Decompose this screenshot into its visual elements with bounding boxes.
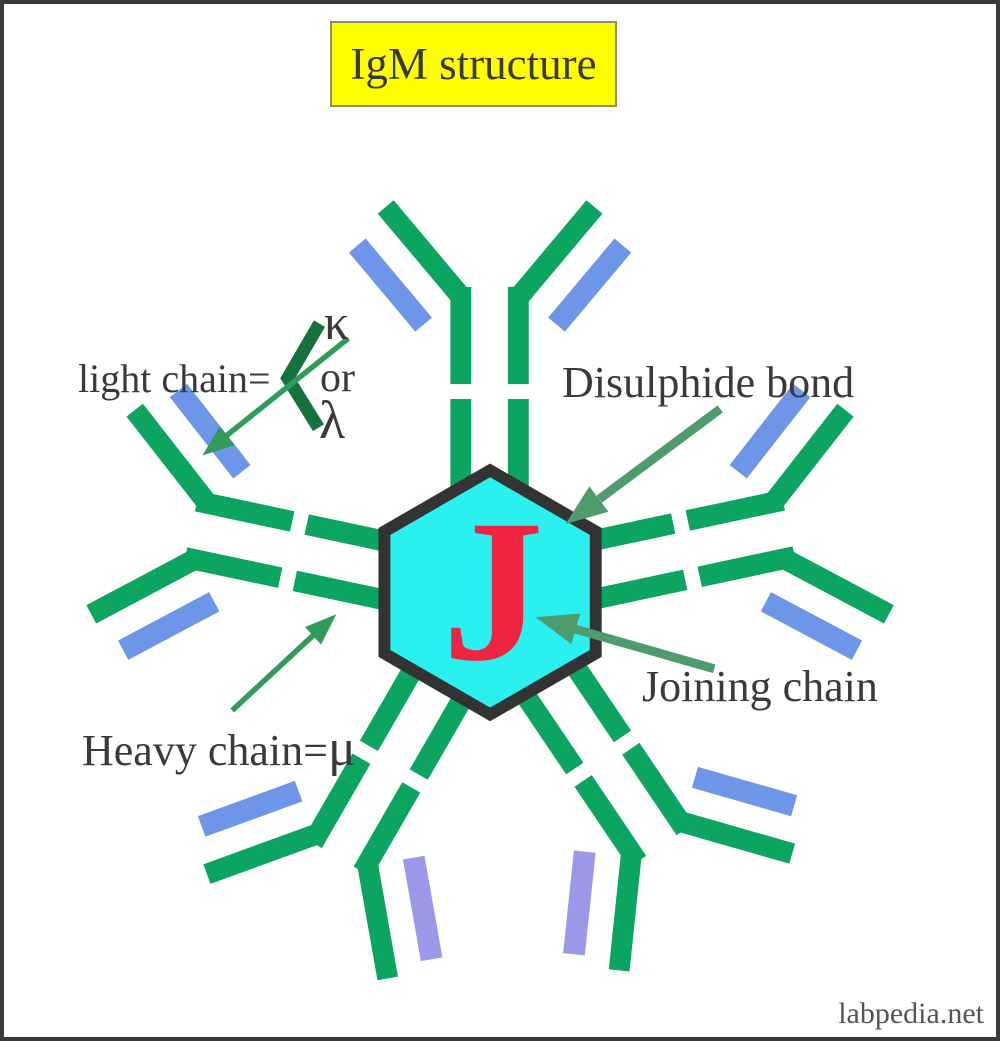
joining-chain-hexagon [378,463,602,722]
joining-chain-label: Joining chain [642,662,878,711]
joining-chain-arrow [535,613,716,674]
disulphide-bond-arrow [565,405,723,524]
diagram-canvas: J [77,200,904,1003]
light-chain-label: light chain= [78,356,271,401]
lambda-label: λ [319,390,346,450]
heavy-chain-label: Heavy chain=μ [82,720,356,777]
watermark: labpedia.net [838,997,984,1030]
disulphide-bond-label: Disulphide bond [562,358,855,407]
mu-label: μ [327,720,356,777]
joining-chain-letter: J [442,478,544,703]
light-chain-arrow [202,336,350,456]
heavy-chain-arrow [230,614,337,713]
or-label: or [320,355,355,401]
kappa-label: κ [324,294,350,350]
page-title: IgM structure [350,39,597,89]
heavy-chain-label-text: Heavy chain= [82,726,328,775]
title-box: IgM structure [330,21,617,107]
light-chain-brace [280,320,326,432]
